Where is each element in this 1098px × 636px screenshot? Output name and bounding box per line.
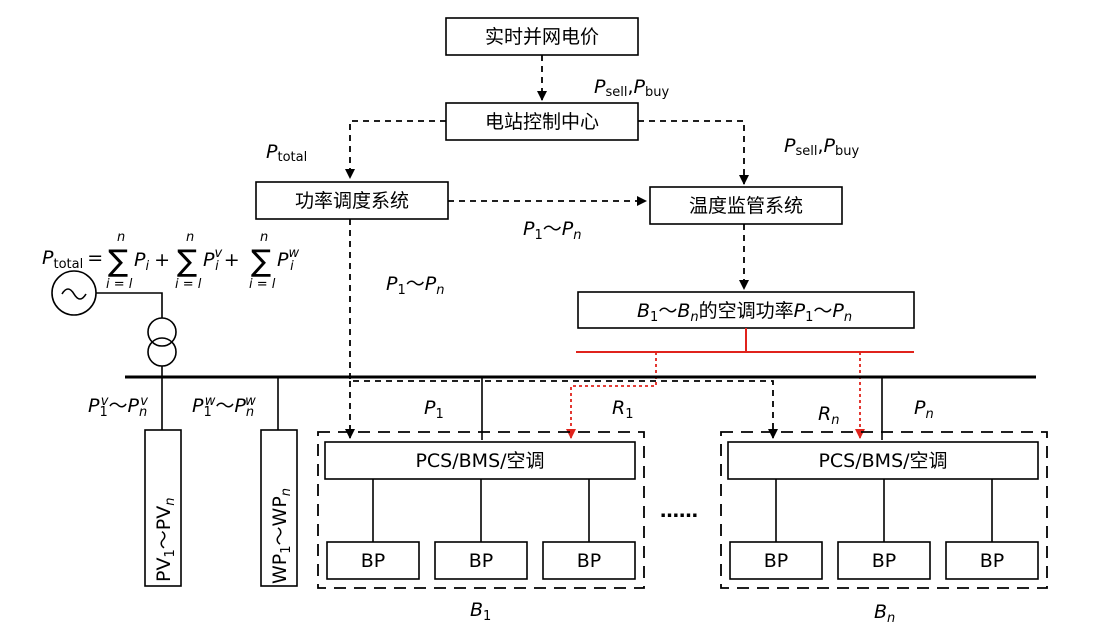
p1-pn-label-middle: P1～Pn [523,218,581,243]
p-total-equation: Ptotal= [42,247,103,272]
pv-power-range-label: P1v～Pnv [88,394,148,420]
realtime-price-label: 实时并网电价 [485,26,599,48]
pv-array-label: PV1～PVn [153,498,178,582]
r1-label: R1 [612,397,633,422]
transformer-icon [147,317,177,376]
storage-unit-bn: PCS/BMS/空调 BP BP BP [720,431,1048,589]
center-to-dispatch-arrow [345,120,446,179]
p-sell-buy-label-top: Psell,Pbuy [594,76,669,100]
ac-power-label: B1～Bn的空调功率P1～Pn [637,300,852,325]
p-sell-buy-label-right: Psell,Pbuy [784,135,859,159]
dispatch-to-bn-arrow [349,219,778,439]
p1-pn-label-left: P1～Pn [386,273,444,298]
grid-source-icon [51,270,163,318]
bp-box-bn-1 [729,541,823,580]
svg-text:i = l: i = l [106,277,133,292]
pcs-bms-ac-box-b1 [324,441,636,480]
svg-text:i = l: i = l [249,277,276,292]
svg-text:Pwi: Pwi [277,246,299,274]
bp-label: BP [980,550,1005,572]
svg-text:∑: ∑ [177,244,197,279]
wp-power-range-label: P1w～Pnw [192,394,256,420]
bp-box-b1-1 [326,541,420,580]
bn-label: Bn [874,601,895,626]
svg-text:∑: ∑ [251,244,271,279]
pcs-bms-ac-label-b1: PCS/BMS/空调 [415,450,544,472]
bp-box-bn-2 [837,541,931,580]
svg-text:∑: ∑ [108,244,128,279]
bp-label: BP [361,550,386,572]
bp-box-b1-3 [542,541,636,580]
control-center-label: 电站控制中心 [485,111,599,133]
pcs-bms-ac-box-bn [727,441,1039,480]
bp-box-bn-3 [945,541,1039,580]
svg-text:n: n [186,230,194,245]
svg-text:n: n [260,230,268,245]
storage-unit-b1: PCS/BMS/空调 BP BP BP [317,431,645,589]
bp-label: BP [872,550,897,572]
center-to-monitor-arrow [638,120,749,185]
svg-text:Pvi+: Pvi+ [203,246,240,274]
svg-text:Pi+: Pi+ [134,249,170,274]
ac-power-box: B1～Bn的空调功率P1～Pn [577,291,915,329]
ellipsis: …… [660,500,698,522]
svg-text:n: n [117,230,125,245]
pv-array-box: PV1～PVn [144,429,182,587]
temp-monitor-label: 温度监管系统 [689,195,803,217]
pcs-bms-ac-label-bn: PCS/BMS/空调 [818,450,947,472]
bp-label: BP [577,550,602,572]
power-dispatch-label: 功率调度系统 [295,190,409,212]
power-dispatch-box: 功率调度系统 [255,181,449,220]
control-center-box: 电站控制中心 [445,102,639,141]
realtime-price-box: 实时并网电价 [445,17,639,56]
wp-array-box: WP1～WPn [260,429,298,587]
rn-label: Rn [818,403,839,428]
svg-text:i = l: i = l [175,277,202,292]
p1-label: P1 [424,397,444,422]
bp-label: BP [764,550,789,572]
b1-label: B1 [470,599,491,624]
temp-monitor-box: 温度监管系统 [649,186,843,225]
bp-label: BP [469,550,494,572]
red-signal-to-b1-arrow [566,352,657,439]
bp-box-b1-2 [434,541,528,580]
wp-array-label: WP1～WPn [269,488,294,584]
pn-label: Pn [914,397,934,422]
p-total-label: Ptotal [266,141,307,165]
sum-term-1: n ∑ i = l Pi+ [106,230,170,292]
